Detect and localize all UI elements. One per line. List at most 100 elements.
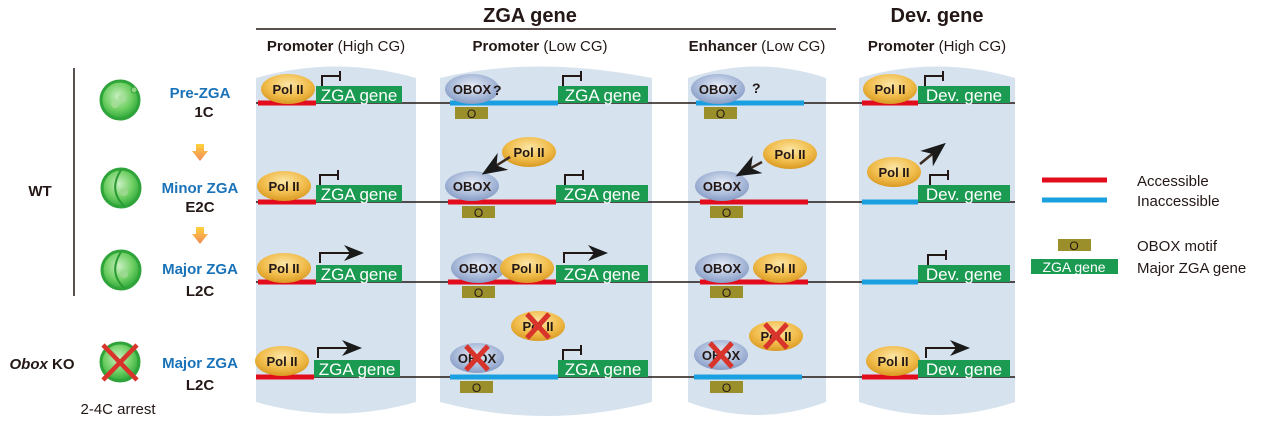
stage-sub-1: 1C [194, 104, 213, 121]
stage-name-3: Major ZGA [162, 261, 238, 278]
svg-text:O: O [474, 286, 483, 300]
stage-name-1: Pre-ZGA [170, 85, 231, 102]
svg-text:Pol II: Pol II [874, 82, 905, 97]
obox-motif: O [455, 107, 488, 121]
legend-motif-label: OBOX motif [1137, 238, 1218, 255]
recruit-arrow-icon [481, 152, 511, 175]
obox-motif: O [710, 286, 743, 300]
stage-sub-4: L2C [186, 377, 215, 394]
svg-text:OBOX: OBOX [453, 179, 492, 194]
obox-motif: O [710, 381, 743, 395]
unknown-marker: ? [752, 80, 761, 96]
obox-ko-label: Obox KO [9, 356, 74, 373]
svg-text:Dev. gene: Dev. gene [926, 265, 1002, 284]
group-title-dev: Dev. gene [891, 5, 984, 27]
pol2-complex: Pol II [763, 139, 817, 169]
gene-box: ZGA gene [558, 360, 648, 379]
svg-text:ZGA gene: ZGA gene [321, 265, 398, 284]
svg-text:ZGA gene: ZGA gene [321, 86, 398, 105]
obox-factor: OBOX [695, 253, 749, 283]
arrest-label: 2-4C arrest [80, 401, 156, 418]
stage-name-4: Major ZGA [162, 355, 238, 372]
column-header-4: Promoter (High CG) [868, 38, 1006, 55]
obox-motif: O [460, 381, 493, 395]
cell-icon-e2c [100, 167, 142, 209]
obox-factor: OBOX [451, 253, 505, 283]
pol2-complex: Pol II [255, 346, 309, 376]
svg-text:OBOX: OBOX [703, 179, 742, 194]
legend-motif-swatch [1058, 239, 1091, 251]
obox-motif: O [462, 206, 495, 220]
obox-motif: O [704, 107, 737, 121]
unknown-marker: ? [493, 82, 502, 98]
obox-factor: OBOX [445, 74, 499, 104]
panel-dev-promoter-high [859, 66, 1015, 415]
inactive-tss-icon [562, 345, 582, 360]
svg-text:Pol II: Pol II [513, 145, 544, 160]
inactive-tss-icon [927, 250, 947, 265]
svg-text:OBOX: OBOX [459, 261, 498, 276]
obox-factor: OBOX [695, 171, 749, 201]
svg-text:O: O [716, 107, 725, 121]
obox-factor: OBOX [694, 340, 748, 370]
cell-icon-ko-crossed [99, 341, 141, 383]
active-tss-arrow-icon [925, 340, 970, 358]
svg-text:OBOX: OBOX [703, 261, 742, 276]
pol2-complex: Pol II [502, 137, 556, 167]
gene-box: Dev. gene [918, 185, 1010, 204]
svg-text:ZGA gene: ZGA gene [565, 360, 642, 379]
inactive-tss-icon [564, 170, 584, 185]
stage-sub-3: L2C [186, 283, 215, 300]
cell-icon-1c [99, 79, 141, 121]
gene-box: ZGA gene [316, 86, 402, 105]
svg-text:ZGA gene: ZGA gene [319, 360, 396, 379]
svg-text:ZGA gene: ZGA gene [565, 86, 642, 105]
svg-text:Dev. gene: Dev. gene [926, 360, 1002, 379]
stage-sub-2: E2C [185, 199, 214, 216]
pol2-complex: Pol II [500, 253, 554, 283]
panel-zga-promoter-high [256, 66, 416, 414]
svg-text:O: O [722, 286, 731, 300]
pol2-complex: Pol II [257, 171, 311, 201]
obox-factor: OBOX [445, 171, 499, 201]
svg-text:ZGA gene: ZGA gene [1042, 259, 1105, 275]
pol2-complex: Pol II [866, 346, 920, 376]
pol2-complex: Pol II [261, 74, 315, 104]
pol2-complex: Pol II [867, 157, 921, 187]
gene-box: Dev. gene [918, 86, 1010, 105]
pol2-complex: Pol II [511, 311, 565, 341]
gene-box: Dev. gene [918, 360, 1010, 379]
svg-text:O: O [722, 206, 731, 220]
svg-text:O: O [1069, 239, 1078, 253]
svg-text:ZGA gene: ZGA gene [564, 185, 641, 204]
legend: Accessible Inaccessible O OBOX motif ZGA… [1031, 173, 1246, 277]
svg-text:O: O [722, 381, 731, 395]
wt-label: WT [28, 183, 51, 200]
obox-motif: O [462, 286, 495, 300]
active-tss-arrow-icon [319, 245, 364, 263]
header: ZGA gene Dev. gene Promoter (High CG) Pr… [256, 5, 1006, 55]
cell-icon-l2c [100, 249, 142, 291]
svg-text:OBOX: OBOX [453, 82, 492, 97]
progression-arrow-icon [192, 227, 208, 244]
svg-text:O: O [467, 107, 476, 121]
progression-arrow-icon [192, 144, 208, 161]
pol2-complex: Pol II [257, 253, 311, 283]
column-header-2: Promoter (Low CG) [472, 38, 607, 55]
svg-text:Dev. gene: Dev. gene [926, 185, 1002, 204]
svg-text:Pol II: Pol II [764, 261, 795, 276]
svg-text:ZGA gene: ZGA gene [321, 185, 398, 204]
stage-name-2: Minor ZGA [162, 180, 239, 197]
active-tss-arrow-icon [563, 245, 608, 263]
svg-text:Pol II: Pol II [878, 165, 909, 180]
svg-text:Pol II: Pol II [268, 179, 299, 194]
svg-text:Pol II: Pol II [268, 261, 299, 276]
svg-text:Pol II: Pol II [266, 354, 297, 369]
active-tss-arrow-icon [317, 340, 362, 358]
gene-box: ZGA gene [316, 265, 402, 284]
inactive-tss-icon [321, 71, 341, 86]
left-column: WT Obox KO 2-4C arrest [9, 68, 238, 418]
pol2-complex: Pol II [753, 253, 807, 283]
column-header-1: Promoter (High CG) [267, 38, 405, 55]
